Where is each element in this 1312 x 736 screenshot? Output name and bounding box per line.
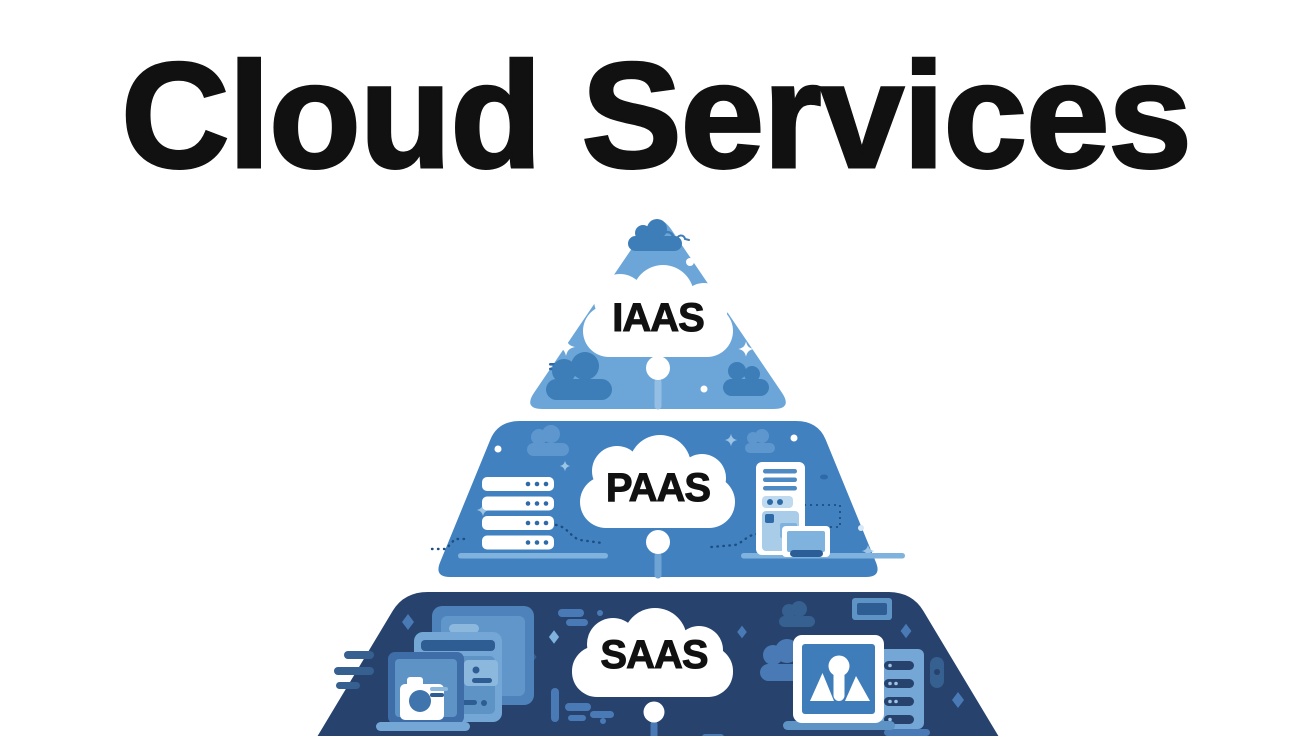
small-cloud-icon <box>527 425 569 456</box>
cloud-doodle-icon <box>676 234 690 241</box>
screen-decoration <box>852 598 892 620</box>
server-tower-icon <box>877 649 930 736</box>
paas-tier: PAAS <box>430 421 905 579</box>
saas-label: SAAS <box>600 633 707 677</box>
paas-label: PAAS <box>606 466 710 510</box>
small-cloud-icon <box>745 429 775 453</box>
iaas-tier: IAAS <box>530 219 786 410</box>
small-cloud-icon <box>723 362 769 396</box>
cloud-badge-icon <box>583 265 733 357</box>
connector-dot <box>643 701 665 723</box>
pill-decoration <box>930 657 944 688</box>
dot-decoration <box>790 434 798 442</box>
devices-icon <box>376 606 534 731</box>
saas-tier: SAAS <box>317 592 999 736</box>
arc-doodle-icon <box>659 230 675 238</box>
small-cloud-icon <box>546 352 612 400</box>
dashes-decoration <box>334 651 374 689</box>
connector-dot <box>646 530 670 554</box>
dot-decoration <box>494 445 502 453</box>
cloud-badge-icon <box>580 435 735 528</box>
dot-decoration <box>858 525 864 531</box>
connector-dot <box>646 356 670 380</box>
iaas-label: IAAS <box>612 296 704 340</box>
dotted-line-decoration <box>430 523 759 551</box>
dot-decoration <box>820 474 828 480</box>
dot-decoration <box>686 258 694 266</box>
analytics-app-icon <box>783 635 895 730</box>
monitor-icon <box>782 526 830 557</box>
camera-app-icon <box>400 677 448 720</box>
server-rack-icon <box>458 477 608 559</box>
page-title: Cloud Services <box>120 31 1194 199</box>
dot-decoration <box>700 385 708 393</box>
small-cloud-icon <box>779 601 815 627</box>
cloud-badge-icon <box>572 608 733 697</box>
dotted-box-decoration <box>803 504 841 528</box>
dashes-decoration <box>551 609 724 736</box>
